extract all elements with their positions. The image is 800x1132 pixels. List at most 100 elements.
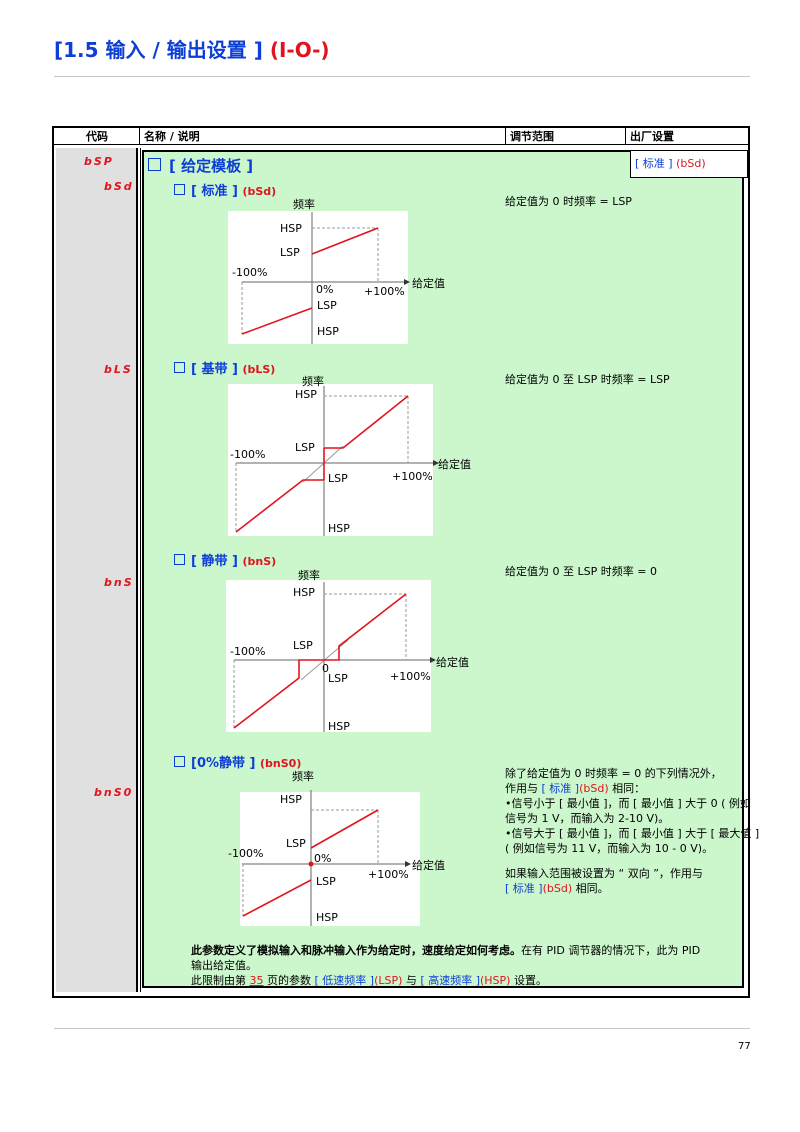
checkbox-icon — [174, 554, 185, 565]
top-divider — [54, 76, 750, 77]
factory-setting-cell: [ 标准 ] (bSd) — [630, 150, 748, 178]
hsp-ref-label: [ 高速频率 ] — [420, 974, 480, 987]
hsp-neg-label: HSP — [328, 720, 350, 733]
zero-point — [308, 861, 314, 867]
hsp-neg-label: HSP — [328, 522, 350, 535]
x-axis-arrow — [404, 279, 410, 285]
desc-text: 页的参数 — [267, 974, 311, 987]
zero-pct-label: 0% — [316, 283, 333, 296]
checkbox-icon — [148, 158, 161, 171]
curve-positive — [324, 593, 407, 661]
freq-axis-label: 频率 — [302, 374, 324, 388]
header-divider — [139, 128, 140, 145]
option-bns: [ 静带 ] (bnS) — [174, 550, 276, 569]
desc-text: 设置。 — [513, 974, 547, 987]
page-title-code: (I-O-) — [269, 38, 330, 62]
page-link[interactable]: 35 — [249, 974, 264, 987]
setpoint-axis-label: 给定值 — [436, 655, 469, 669]
freq-axis-label: 频率 — [292, 769, 314, 783]
desc-ref-code: (bSd) — [542, 882, 573, 895]
option-bns0-desc: 除了给定值为 0 时频率 = 0 的下列情况外， 作用与 [ 标准 ](bSd)… — [505, 766, 759, 896]
desc-line: 此参数定义了模拟输入和脉冲输入作为给定时，速度给定如何考虑。在有 PID 调节器… — [191, 943, 700, 958]
curve-negative — [233, 659, 324, 729]
factory-setting-label: [ 标准 ] — [635, 157, 673, 170]
option-bls-desc: 给定值为 0 至 LSP 时频率 = LSP — [505, 373, 670, 386]
option-bns-desc: 给定值为 0 至 LSP 时频率 = 0 — [505, 565, 657, 578]
code-column — [56, 148, 136, 992]
header-name: 名称 / 说明 — [140, 128, 506, 145]
page-number: 77 — [738, 1041, 751, 1052]
graph-bsd: 频率 给定值 HSP LSP -100% 0% +100% LSP HSP — [228, 197, 445, 344]
desc-bold: 此参数定义了模拟输入和脉冲输入作为给定时，速度给定如何考虑。 — [191, 944, 521, 957]
bottom-divider — [54, 1028, 750, 1029]
x-axis-arrow — [430, 657, 436, 663]
header-code: 代码 — [54, 128, 140, 145]
option-label: [0%静带 ] — [191, 756, 256, 771]
option-bsd-desc: 给定值为 0 时频率 = LSP — [505, 195, 632, 208]
lsp-neg-label: LSP — [317, 299, 337, 312]
lsp-label: LSP — [286, 837, 306, 850]
desc-ref-code: (bSd) — [579, 782, 609, 795]
curve-positive — [311, 227, 379, 255]
checkbox-icon — [174, 184, 185, 195]
lsp-ref-label: [ 低速频率 ] — [314, 974, 375, 987]
hsp-label: HSP — [293, 586, 315, 599]
code-column-border — [140, 148, 141, 992]
curve-positive — [310, 809, 379, 849]
code-column-border — [136, 148, 138, 992]
hsp-label: HSP — [280, 222, 302, 235]
header-range: 调节范围 — [506, 128, 626, 145]
freq-axis-label: 频率 — [293, 197, 315, 211]
hsp-label: HSP — [280, 793, 302, 806]
graph-bg — [240, 792, 420, 926]
desc-line: 作用与 [ 标准 ](bSd) 相同： — [505, 781, 759, 796]
setpoint-axis-label: 给定值 — [412, 858, 445, 872]
desc-line: 信号为 1 V，而输入为 2-10 V)。 — [505, 812, 670, 825]
graph-bns: 频率 给定值 HSP LSP -100% 0 LSP +100% HSP — [226, 568, 469, 733]
param-description: 此参数定义了模拟输入和脉冲输入作为给定时，速度给定如何考虑。在有 PID 调节器… — [191, 943, 700, 988]
desc-line: 此限制由第 35 页的参数 [ 低速频率 ](LSP) 与 [ 高速频率 ](H… — [191, 973, 700, 988]
desc-line: ( 例如信号为 11 V，而输入为 10 - 0 V)。 — [505, 842, 714, 855]
desc-ref-label: [ 标准 ] — [505, 882, 543, 895]
option-code: (bSd) — [242, 185, 277, 198]
neg100-label: -100% — [232, 266, 267, 279]
factory-setting-code: (bSd) — [676, 157, 706, 170]
desc-line: •信号大于 [ 最小值 ]，而 [ 最小值 ] 大于 [ 最大值 ] — [505, 827, 760, 840]
neg100-label: -100% — [230, 448, 265, 461]
desc-text: 此限制由第 — [191, 974, 246, 987]
x-axis-arrow — [433, 460, 439, 466]
hsp-neg-label: HSP — [317, 325, 339, 338]
page-title: [1.5 输入 / 输出设置 ] (I-O-) — [54, 34, 330, 63]
desc-text: 相同： — [612, 782, 646, 795]
page-title-text: [1.5 输入 / 输出设置 ] — [54, 38, 263, 62]
lsp-label: LSP — [293, 639, 313, 652]
desc-ref-label: [ 标准 ] — [541, 782, 580, 795]
code-bsp: bSP — [84, 155, 114, 168]
guide-line — [302, 445, 344, 483]
desc-line: 输出给定值。 — [191, 959, 257, 972]
option-label: [ 标准 ] — [191, 184, 238, 199]
x-axis-arrow — [405, 861, 411, 867]
neg100-label: -100% — [228, 847, 263, 860]
curve-negative — [235, 479, 324, 533]
checkbox-icon — [174, 756, 185, 767]
pos100-label: +100% — [364, 285, 405, 298]
zero-label: 0 — [322, 662, 329, 675]
option-label: [ 基带 ] — [191, 362, 238, 377]
option-bsd: [ 标准 ] (bSd) — [174, 180, 276, 199]
lsp-label: LSP — [280, 246, 300, 259]
desc-text: 作用与 — [505, 782, 538, 795]
hsp-neg-label: HSP — [316, 911, 338, 924]
desc-line: •信号小于 [ 最小值 ]，而 [ 最小值 ] 大于 0 ( 例如 — [505, 797, 751, 810]
graph-bg — [228, 384, 433, 536]
code-bls: bLS — [104, 363, 133, 376]
option-code: (bLS) — [242, 363, 276, 376]
header-factory: 出厂设置 — [626, 128, 748, 145]
desc-line: [ 标准 ](bSd) 相同。 — [505, 881, 759, 896]
pos100-label: +100% — [368, 868, 409, 881]
code-bsd: bSd — [104, 180, 134, 193]
option-code: (bnS0) — [260, 757, 302, 770]
option-label: [ 静带 ] — [191, 554, 238, 569]
graph-bns0: 频率 给定值 HSP LSP -100% 0% +100% LSP HSP — [228, 769, 445, 926]
freq-axis-label: 频率 — [298, 568, 320, 582]
